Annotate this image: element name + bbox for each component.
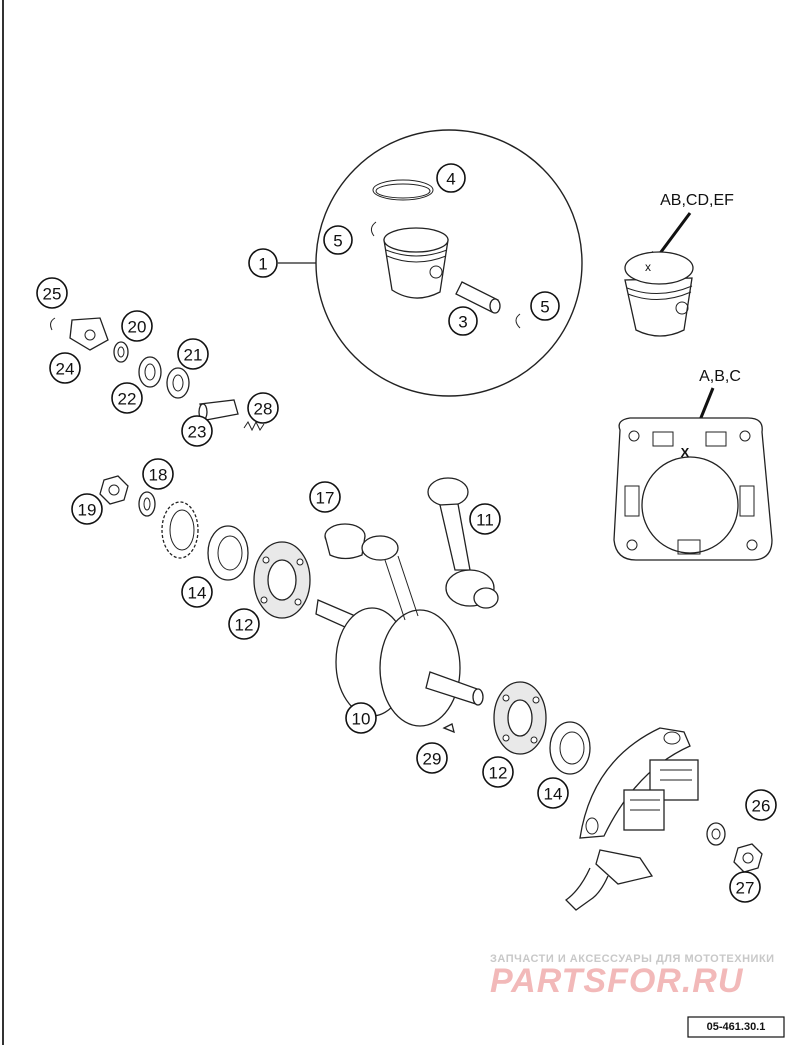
callout-27: 27 xyxy=(729,871,761,903)
crank-left-group xyxy=(99,475,311,619)
svg-text:21: 21 xyxy=(184,346,203,365)
piston-x-mark: x xyxy=(645,260,651,274)
svg-text:17: 17 xyxy=(316,489,335,508)
callout-17: 17 xyxy=(309,481,341,513)
svg-text:4: 4 xyxy=(446,170,455,189)
circlip-25 xyxy=(50,317,56,331)
piston-ring xyxy=(372,179,434,201)
shaft-23 xyxy=(198,399,239,421)
piston-detail-group xyxy=(278,129,583,397)
piston xyxy=(383,227,449,299)
impeller-24 xyxy=(69,317,109,351)
bearing-12-right xyxy=(493,681,547,755)
svg-text:23: 23 xyxy=(188,423,207,442)
nut-27 xyxy=(733,843,763,873)
callout-11: 11 xyxy=(469,503,501,535)
crank-right-group xyxy=(442,681,591,775)
watermark-brand: PARTSFOR.RU xyxy=(490,962,744,1000)
callout-4: 4 xyxy=(436,163,466,193)
spring-28 xyxy=(243,420,265,432)
callout-28: 28 xyxy=(247,392,279,424)
svg-text:20: 20 xyxy=(128,318,147,337)
callout-14-left: 14 xyxy=(181,576,213,608)
key-29 xyxy=(442,723,455,734)
piston-pin xyxy=(455,281,501,314)
callout-26: 26 xyxy=(745,789,777,821)
bearing-22 xyxy=(138,356,162,388)
callout-3: 3 xyxy=(448,306,478,336)
piston-mark-label: AB,CD,EF xyxy=(660,192,734,209)
svg-text:22: 22 xyxy=(118,390,137,409)
cylinder-base-gasket xyxy=(613,417,773,561)
svg-text:12: 12 xyxy=(489,764,508,783)
watermark-tagline: ЗАПЧАСТИ И АКСЕССУАРЫ ДЛЯ МОТОТЕХНИКИ xyxy=(490,953,775,965)
svg-text:18: 18 xyxy=(149,466,168,485)
svg-text:1: 1 xyxy=(258,255,267,274)
callout-24: 24 xyxy=(49,352,81,384)
svg-text:28: 28 xyxy=(254,400,273,419)
callout-19: 19 xyxy=(71,493,103,525)
washer-18 xyxy=(138,491,156,517)
crankshaft-group xyxy=(315,477,499,727)
cylinder-mark-label: A,B,C xyxy=(699,368,741,385)
callout-29: 29 xyxy=(416,742,448,774)
cylinder-x-mark: X xyxy=(681,445,690,460)
svg-text:10: 10 xyxy=(352,710,371,729)
callout-12-left: 12 xyxy=(228,608,260,640)
seal-14-left xyxy=(207,525,249,581)
svg-text:5: 5 xyxy=(540,298,549,317)
cylinder-base-group xyxy=(613,387,773,561)
circlip-left xyxy=(370,221,377,237)
svg-text:5: 5 xyxy=(333,232,342,251)
svg-text:29: 29 xyxy=(423,750,442,769)
svg-text:14: 14 xyxy=(188,584,207,603)
drawing-code-text: 05-461.30.1 xyxy=(707,1021,766,1033)
callout-5-right: 5 xyxy=(530,291,560,321)
svg-text:3: 3 xyxy=(458,313,467,332)
watermark: ЗАПЧАСТИ И АКСЕССУАРЫ ДЛЯ МОТОТЕХНИКИ PA… xyxy=(490,953,775,1000)
callout-21: 21 xyxy=(177,338,209,370)
svg-text:25: 25 xyxy=(43,285,62,304)
piston-marking-group xyxy=(624,212,694,337)
svg-text:14: 14 xyxy=(544,785,563,804)
callout-12-right: 12 xyxy=(482,756,514,788)
washer-20 xyxy=(113,341,129,363)
piston-marked xyxy=(624,251,694,337)
callout-1: 1 xyxy=(248,248,278,278)
washer-26 xyxy=(706,822,726,846)
needle-bearing-17 xyxy=(324,523,366,560)
gear xyxy=(161,501,199,559)
callout-10: 10 xyxy=(345,702,377,734)
callout-20: 20 xyxy=(121,310,153,342)
callout-23: 23 xyxy=(181,415,213,447)
bearing-12-left xyxy=(253,541,311,619)
svg-text:19: 19 xyxy=(78,501,97,520)
stator-group xyxy=(564,727,763,911)
svg-text:27: 27 xyxy=(736,879,755,898)
callout-14-right: 14 xyxy=(537,777,569,809)
svg-text:24: 24 xyxy=(56,360,75,379)
circlip-right xyxy=(515,313,521,329)
svg-text:11: 11 xyxy=(476,511,494,530)
bearing-21 xyxy=(166,367,190,399)
callout-22: 22 xyxy=(111,382,143,414)
seal-14-right xyxy=(549,721,591,775)
drawing-code: 05-461.30.1 xyxy=(687,1016,785,1038)
callout-25: 25 xyxy=(36,277,68,309)
callout-5-left: 5 xyxy=(323,225,353,255)
piston-mark-arrow xyxy=(656,212,692,257)
connecting-rod-11 xyxy=(427,477,499,609)
nut-19 xyxy=(99,475,129,505)
cable-grommet xyxy=(564,849,654,911)
svg-text:26: 26 xyxy=(752,797,771,816)
svg-text:12: 12 xyxy=(235,616,254,635)
ignition-coil xyxy=(623,759,699,831)
water-pump-group xyxy=(50,317,265,432)
callout-18: 18 xyxy=(142,458,174,490)
